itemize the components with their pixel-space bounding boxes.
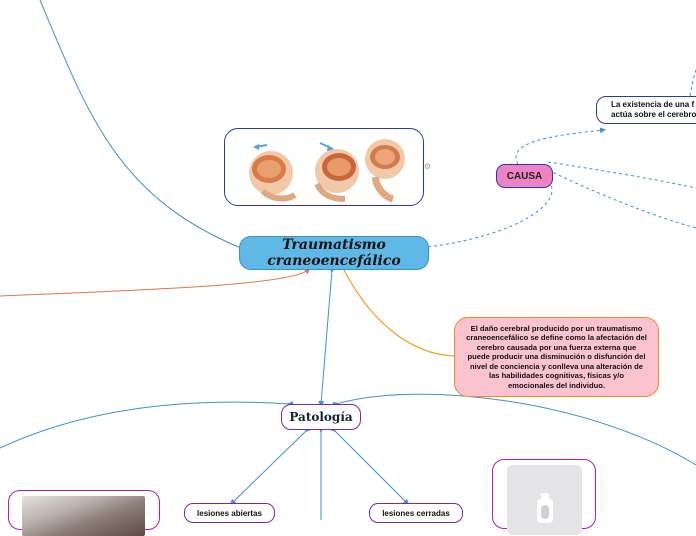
existencia-text: La existencia de una f actúa sobre el ce…: [611, 100, 696, 119]
lesiones-cerradas-node[interactable]: lesiones cerradas: [369, 503, 463, 523]
patologia-node[interactable]: Patología: [281, 404, 361, 430]
brain-injury-illustration[interactable]: [224, 128, 424, 206]
connector-central-causa: [427, 177, 553, 248]
connector-existencia-top: [689, 69, 696, 97]
connector-patologia-right: [332, 393, 696, 466]
lesiones-abiertas-node[interactable]: lesiones abiertas: [184, 503, 275, 523]
connector-layer: [0, 0, 696, 520]
definition-text: El daño cerebral producido por un trauma…: [466, 324, 647, 390]
connector-central-definition: [343, 269, 456, 357]
definition-node[interactable]: El daño cerebral producido por un trauma…: [454, 317, 659, 397]
image-placeholder[interactable]: [492, 459, 596, 535]
connector-left-salmon: [0, 268, 311, 297]
lesiones-abiertas-label: lesiones abiertas: [197, 508, 262, 518]
connector-central-patologia: [318, 266, 336, 407]
car-accident-photo[interactable]: [8, 490, 160, 536]
causa-node[interactable]: CAUSA: [496, 164, 553, 188]
central-topic-label: Traumatismo craneoencefálico: [267, 237, 401, 269]
connector-causa-existencia: [515, 127, 606, 165]
connector-causa-right1: [547, 161, 696, 189]
image-placeholder-background: [507, 465, 582, 535]
lesiones-cerradas-label: lesiones cerradas: [382, 508, 450, 518]
connector-patologia-cerradas: [329, 425, 410, 506]
patologia-label: Patología: [289, 410, 353, 424]
central-topic[interactable]: Traumatismo craneoencefálico: [239, 236, 429, 270]
connector-patologia-left: [0, 401, 294, 449]
connector-causa-right2: [547, 169, 696, 229]
causa-label: CAUSA: [506, 170, 543, 182]
small-icon: ⚙: [424, 162, 432, 171]
image-placeholder-icon: [537, 493, 553, 523]
connector-topleft: [39, 0, 249, 252]
existencia-node[interactable]: La existencia de una f actúa sobre el ce…: [596, 96, 696, 124]
car-accident-image: [22, 496, 145, 536]
brain-illustration-icon: [249, 139, 405, 203]
connector-patologia-abiertas: [229, 425, 312, 506]
